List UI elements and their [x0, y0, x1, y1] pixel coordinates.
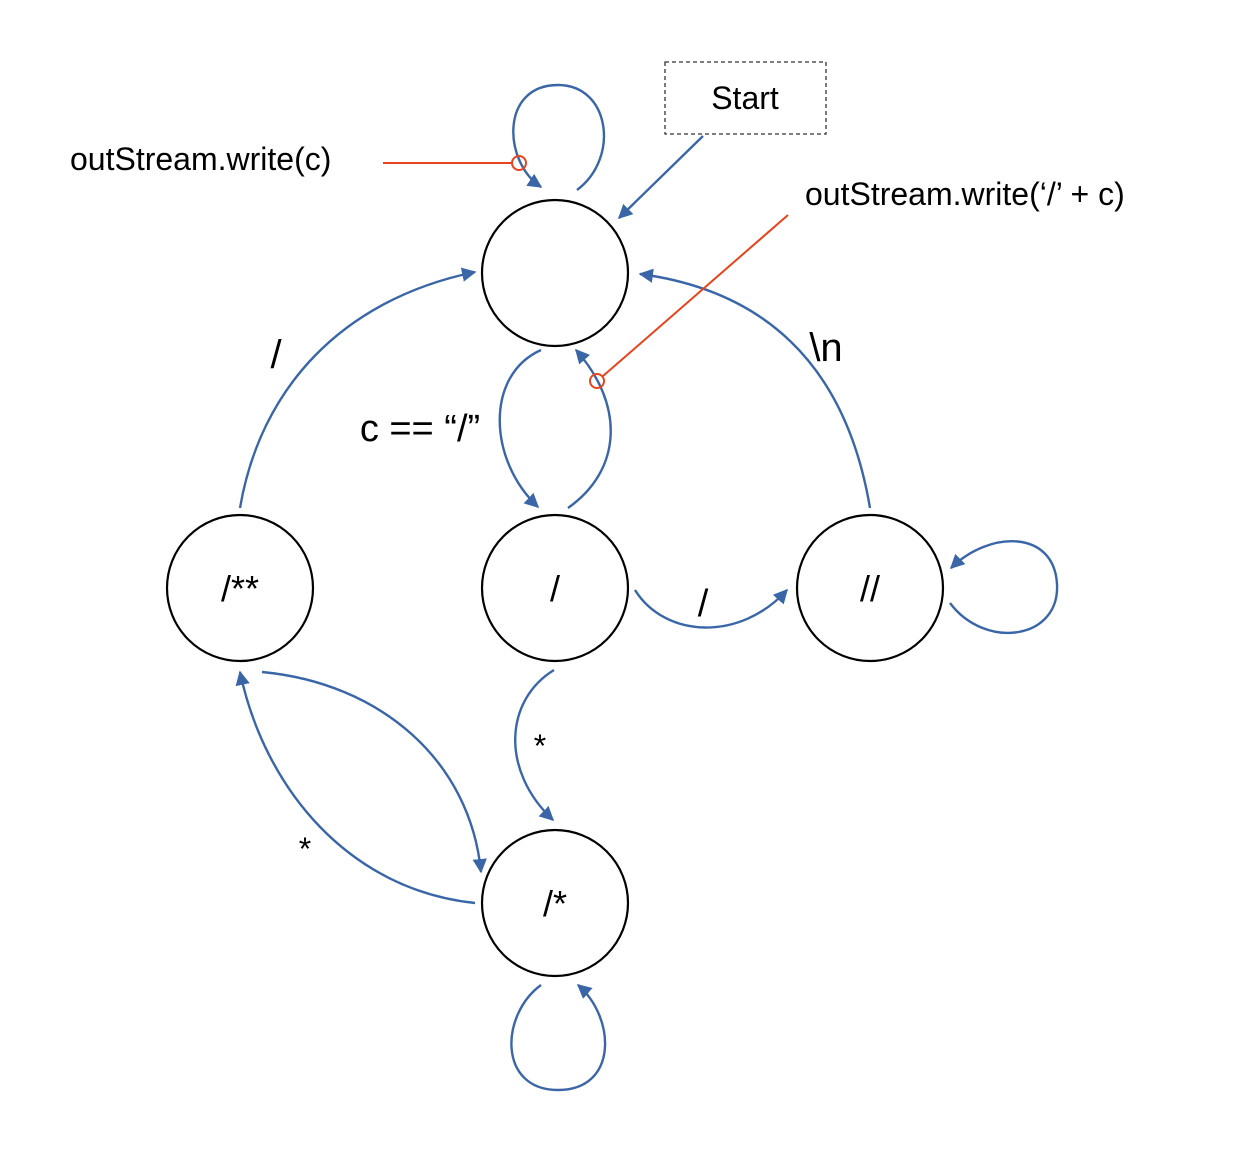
state-slash-label: /: [550, 568, 560, 609]
start-arrow: [617, 135, 704, 220]
edge-slash-star-star-to-initial: [238, 267, 477, 509]
transition-label-slash-star-star-to-slash-star: *: [299, 831, 311, 867]
state-double-slash-label: //: [860, 568, 880, 609]
transition-label-slash-to-double-slash: /: [698, 583, 709, 625]
state-slash-star-star-label: /**: [221, 568, 259, 609]
initial-self-loop: [512, 83, 606, 191]
state-slash: [480, 513, 630, 663]
edge-slash-to-initial: [567, 348, 612, 509]
state-slash-star: [480, 828, 630, 978]
double-slash-self-loop: [949, 540, 1059, 635]
annotation-anchor-return: [589, 373, 605, 389]
annotation-anchor-self-loop: [511, 155, 527, 171]
edge-double-slash-to-initial: [638, 268, 872, 509]
transition-label-slash-star-star-to-initial: /: [270, 333, 282, 377]
state-slash-star-label: /*: [543, 883, 567, 924]
annotation-return-action: outStream.write(‘/’ + c): [805, 176, 1125, 212]
start-box: [664, 61, 827, 135]
edge-slash-star-to-slash-star-star: [235, 670, 476, 905]
annotation-self-loop-action: outStream.write(c): [70, 141, 331, 177]
edge-initial-to-slash: [498, 348, 542, 508]
start-label: Start: [711, 80, 779, 116]
annotation-leader-return: [602, 214, 789, 377]
edge-slash-to-double-slash: [633, 588, 788, 629]
state-double-slash: [795, 513, 945, 663]
transition-label-initial-to-slash: c == “/”: [360, 408, 480, 450]
state-initial: [480, 198, 630, 348]
transition-label-slash-to-slash-star: *: [534, 728, 546, 764]
state-slash-star-star: [165, 513, 315, 663]
edge-slash-to-slash-star: [514, 668, 555, 821]
transition-label-double-slash-to-initial: \n: [809, 326, 842, 370]
slash-star-self-loop: [510, 984, 607, 1092]
edge-slash-star-star-to-slash-star: [261, 670, 487, 874]
